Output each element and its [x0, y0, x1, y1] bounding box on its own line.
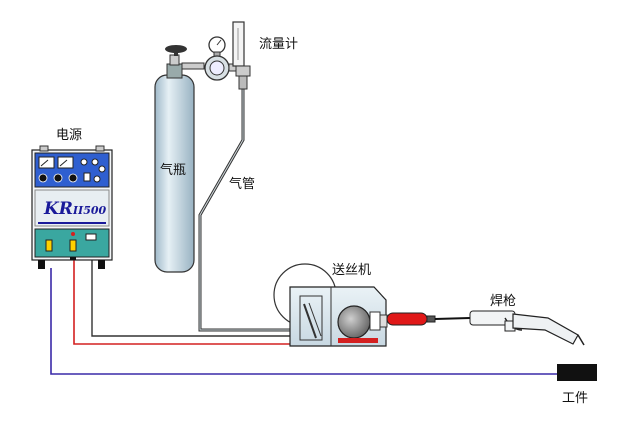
workpiece-label: 工件	[562, 391, 589, 406]
power-source-unit	[31, 145, 113, 269]
gun-connector	[386, 312, 428, 326]
wire-feeder-label: 送丝机	[332, 263, 372, 278]
power-source-model: KRII500	[44, 199, 106, 219]
positive-cable	[73, 258, 295, 345]
control-cable	[91, 258, 295, 337]
cylinder-valve-handwheel-icon	[165, 45, 187, 53]
gas-cylinder	[154, 45, 195, 273]
regulator-flowmeter	[181, 21, 251, 90]
power-source-label: 电源	[56, 128, 83, 143]
model-suffix: II500	[72, 204, 107, 217]
wire-feeder-unit	[273, 263, 388, 347]
workpiece-block	[557, 364, 597, 381]
gas-hose-label: 气管	[229, 177, 256, 192]
knob-icon	[68, 173, 78, 183]
workpiece-cable	[50, 268, 558, 375]
voltmeter-icon	[38, 156, 55, 169]
knob-icon	[53, 173, 63, 183]
ammeter-icon	[57, 156, 74, 169]
knob-icon	[38, 173, 48, 183]
cables	[50, 88, 558, 375]
welding-gun-label: 焊枪	[490, 294, 517, 309]
welding-gun	[386, 310, 585, 346]
model-prefix: KR	[44, 199, 73, 219]
flowmeter-label: 流量计	[259, 37, 299, 52]
gas-cylinder-label: 气瓶	[160, 163, 187, 178]
feed-roller-icon	[337, 305, 371, 339]
